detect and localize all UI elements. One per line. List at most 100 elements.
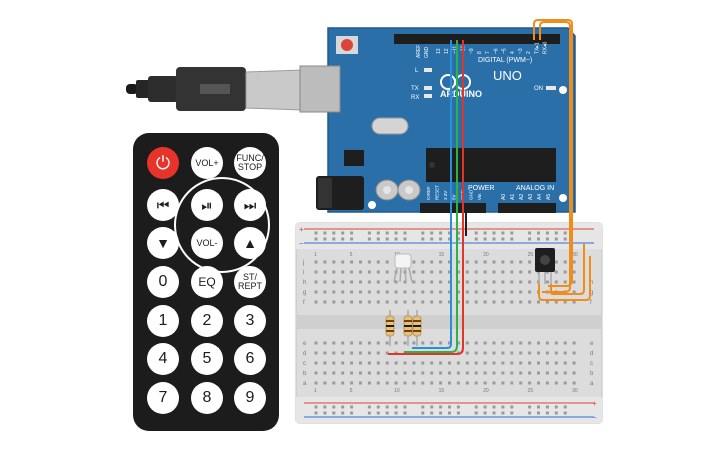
breadboard-hole[interactable] bbox=[376, 381, 380, 385]
breadboard-hole[interactable] bbox=[332, 371, 336, 375]
remote-0-button[interactable]: 0 bbox=[147, 266, 179, 298]
wire-green[interactable] bbox=[404, 40, 458, 353]
breadboard-hole[interactable] bbox=[465, 361, 469, 365]
breadboard-hole[interactable] bbox=[314, 280, 318, 284]
breadboard-hole[interactable] bbox=[492, 280, 496, 284]
breadboard-hole[interactable] bbox=[314, 290, 318, 294]
breadboard-hole[interactable] bbox=[563, 371, 567, 375]
breadboard-hole[interactable] bbox=[359, 290, 362, 294]
breadboard-hole[interactable] bbox=[421, 341, 425, 345]
remote-func-stop-button[interactable]: FUNC/ STOP bbox=[234, 147, 266, 179]
breadboard-hole[interactable] bbox=[528, 300, 532, 304]
rail-hole[interactable] bbox=[367, 231, 371, 235]
breadboard-hole[interactable] bbox=[554, 351, 558, 355]
rail-hole[interactable] bbox=[563, 411, 567, 415]
breadboard-hole[interactable] bbox=[323, 371, 327, 375]
rail-hole[interactable] bbox=[439, 231, 443, 235]
breadboard-hole[interactable] bbox=[412, 270, 416, 274]
resistor-2[interactable] bbox=[403, 310, 413, 346]
remote-next-button[interactable]: ⏭ bbox=[234, 189, 266, 221]
breadboard-hole[interactable] bbox=[456, 290, 460, 294]
breadboard-hole[interactable] bbox=[439, 371, 443, 375]
rail-hole[interactable] bbox=[421, 231, 425, 235]
breadboard-hole[interactable] bbox=[528, 280, 532, 284]
remote-1-button[interactable]: 1 bbox=[147, 305, 179, 337]
rail-hole[interactable] bbox=[456, 411, 460, 415]
rail-hole[interactable] bbox=[323, 231, 327, 235]
breadboard-hole[interactable] bbox=[367, 300, 371, 304]
breadboard[interactable]: 115510101515202025253030 jjiihhggffeeddc… bbox=[295, 222, 603, 424]
breadboard-hole[interactable] bbox=[483, 280, 487, 284]
breadboard-hole[interactable] bbox=[439, 290, 443, 294]
wire-red[interactable] bbox=[388, 40, 464, 355]
breadboard-hole[interactable] bbox=[456, 260, 460, 264]
breadboard-hole[interactable] bbox=[474, 270, 478, 274]
breadboard-hole[interactable] bbox=[323, 300, 327, 304]
breadboard-hole[interactable] bbox=[376, 300, 380, 304]
breadboard-hole[interactable] bbox=[448, 381, 451, 385]
breadboard-hole[interactable] bbox=[448, 300, 451, 304]
breadboard-hole[interactable] bbox=[456, 341, 460, 345]
rail-hole[interactable] bbox=[332, 405, 336, 409]
rail-hole[interactable] bbox=[510, 405, 514, 409]
breadboard-hole[interactable] bbox=[403, 381, 407, 385]
breadboard-hole[interactable] bbox=[403, 371, 407, 375]
breadboard-hole[interactable] bbox=[332, 270, 336, 274]
breadboard-hole[interactable] bbox=[519, 260, 523, 264]
rail-hole[interactable] bbox=[350, 411, 354, 415]
breadboard-hole[interactable] bbox=[394, 341, 398, 345]
rail-hole[interactable] bbox=[456, 237, 460, 241]
breadboard-hole[interactable] bbox=[519, 351, 523, 355]
breadboard-hole[interactable] bbox=[510, 260, 514, 264]
breadboard-hole[interactable] bbox=[563, 280, 567, 284]
breadboard-hole[interactable] bbox=[403, 361, 407, 365]
breadboard-hole[interactable] bbox=[501, 290, 505, 294]
resistor-3[interactable] bbox=[412, 310, 422, 346]
breadboard-hole[interactable] bbox=[359, 361, 362, 365]
breadboard-hole[interactable] bbox=[572, 260, 576, 264]
rail-hole[interactable] bbox=[554, 237, 558, 241]
rail-hole[interactable] bbox=[314, 405, 318, 409]
breadboard-hole[interactable] bbox=[367, 260, 371, 264]
remote-vol-down-button[interactable]: VOL- bbox=[191, 227, 223, 259]
breadboard-hole[interactable] bbox=[323, 361, 327, 365]
rail-hole[interactable] bbox=[332, 237, 336, 241]
remote-power-button[interactable]: ⏻ bbox=[147, 147, 179, 179]
breadboard-hole[interactable] bbox=[403, 290, 407, 294]
rgb-led[interactable] bbox=[393, 253, 413, 283]
breadboard-hole[interactable] bbox=[572, 361, 576, 365]
rail-hole[interactable] bbox=[563, 237, 567, 241]
breadboard-hole[interactable] bbox=[323, 381, 327, 385]
breadboard-hole[interactable] bbox=[385, 300, 389, 304]
breadboard-hole[interactable] bbox=[465, 290, 469, 294]
rail-hole[interactable] bbox=[403, 405, 407, 409]
breadboard-hole[interactable] bbox=[421, 280, 425, 284]
rail-hole[interactable] bbox=[492, 405, 496, 409]
breadboard-hole[interactable] bbox=[537, 341, 540, 345]
breadboard-hole[interactable] bbox=[537, 371, 540, 375]
rail-hole[interactable] bbox=[474, 411, 478, 415]
breadboard-hole[interactable] bbox=[501, 300, 505, 304]
breadboard-hole[interactable] bbox=[563, 361, 567, 365]
breadboard-hole[interactable] bbox=[314, 300, 318, 304]
breadboard-hole[interactable] bbox=[367, 361, 371, 365]
breadboard-hole[interactable] bbox=[376, 260, 380, 264]
rail-hole[interactable] bbox=[403, 237, 407, 241]
rail-hole[interactable] bbox=[501, 405, 505, 409]
remote-eq-button[interactable]: EQ bbox=[191, 266, 223, 298]
breadboard-hole[interactable] bbox=[492, 270, 496, 274]
rail-hole[interactable] bbox=[448, 405, 451, 409]
breadboard-hole[interactable] bbox=[403, 300, 407, 304]
breadboard-hole[interactable] bbox=[492, 341, 496, 345]
breadboard-hole[interactable] bbox=[492, 300, 496, 304]
breadboard-hole[interactable] bbox=[359, 351, 362, 355]
breadboard-hole[interactable] bbox=[350, 351, 354, 355]
breadboard-hole[interactable] bbox=[430, 371, 434, 375]
breadboard-hole[interactable] bbox=[403, 280, 407, 284]
rail-hole[interactable] bbox=[439, 237, 443, 241]
breadboard-hole[interactable] bbox=[341, 290, 345, 294]
rail-hole[interactable] bbox=[350, 231, 354, 235]
breadboard-hole[interactable] bbox=[412, 300, 416, 304]
breadboard-hole[interactable] bbox=[385, 270, 389, 274]
rail-hole[interactable] bbox=[528, 405, 532, 409]
